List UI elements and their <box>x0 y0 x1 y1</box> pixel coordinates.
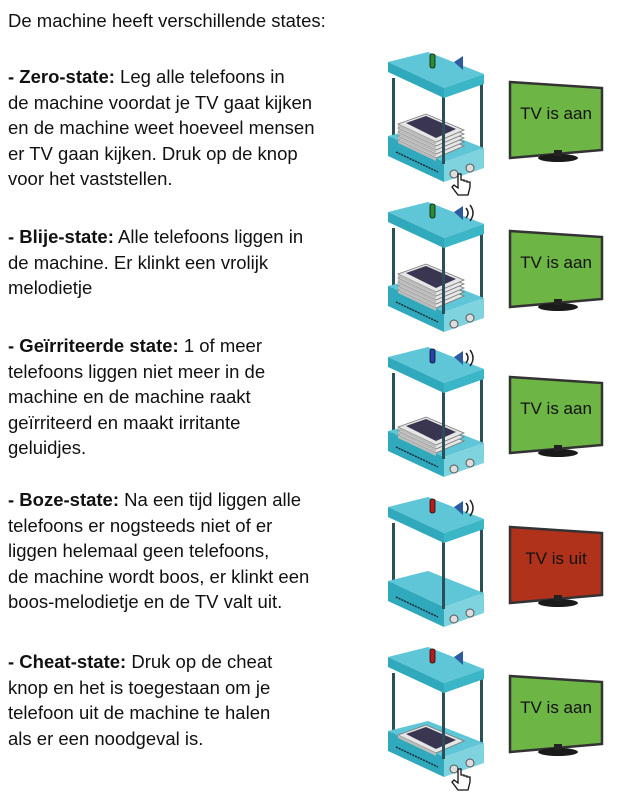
state-line: - Geïrriteerde state: 1 of meer <box>8 333 265 359</box>
state-title: - Zero-state: <box>8 66 115 87</box>
state-line: melodietje <box>8 277 93 298</box>
state-line: geïrriteerd en maakt irritante <box>8 411 241 433</box>
state-line: knop en het is toegestaan om je <box>8 676 271 698</box>
state-line: als er een noodgeval is. <box>8 727 204 749</box>
state-line: telefoons liggen niet meer in de <box>8 360 266 382</box>
state-line: er TV gaan kijken. Druk op de knop <box>8 142 298 164</box>
tv-status-label: TV is aan <box>520 698 592 717</box>
state-line: liggen helemaal geen telefoons, <box>8 540 270 561</box>
state-line: machine en de machine raakt <box>8 386 251 407</box>
state-line: - Blije-state: Alle telefoons liggen in <box>8 224 303 250</box>
status-light-icon <box>429 648 436 664</box>
state-line: boos-melodietje en de TV valt uit. <box>8 591 283 612</box>
speaker-icon <box>454 651 463 665</box>
machine-illustration <box>384 643 494 791</box>
state-title: - Cheat-state: <box>8 651 127 672</box>
machine-illustration <box>384 198 494 338</box>
state-text: Na een tijd liggen alle <box>119 489 302 510</box>
tv-status-label: TV is aan <box>520 104 592 123</box>
state-line: de machine wordt boos, er klinkt een <box>8 565 310 587</box>
state-line: - Zero-state: Leg alle telefoons in <box>8 64 314 90</box>
tv-status-label: TV is aan <box>520 253 592 272</box>
state-text: Leg alle telefoons in <box>114 66 285 87</box>
tv-illustration: TV is aan <box>506 375 606 459</box>
pointing-hand-icon <box>451 173 471 196</box>
tv-illustration: TV is uit <box>506 525 606 609</box>
state-title: - Boze-state: <box>8 489 120 510</box>
machine-illustration <box>384 493 494 633</box>
machine-illustration <box>384 48 494 196</box>
status-light-icon <box>429 498 436 514</box>
state-line: - Boze-state: Na een tijd liggen alle <box>8 487 309 513</box>
tv-illustration: TV is aan <box>506 229 606 313</box>
state-text: 1 of meer <box>178 335 262 356</box>
state-line: - Cheat-state: Druk op de cheat <box>8 649 272 675</box>
speaker-icon <box>454 56 463 70</box>
tv-status-label: TV is uit <box>525 549 587 568</box>
tv-illustration: TV is aan <box>506 674 606 758</box>
tv-status-label: TV is aan <box>520 399 592 418</box>
state-text: Druk op de cheat <box>126 651 273 672</box>
speaker-icon <box>454 499 474 517</box>
state-line: voor het vaststellen. <box>8 168 173 189</box>
speaker-icon <box>454 349 474 367</box>
state-line: geluidjes. <box>8 437 87 458</box>
pointing-hand-icon <box>451 768 471 791</box>
intro-heading: De machine heeft verschillende states: <box>8 10 326 31</box>
state-line: telefoons er nogsteeds niet of er <box>8 514 273 536</box>
state-line: telefoon uit de machine te halen <box>8 702 271 723</box>
state-title: - Blije-state: <box>8 226 114 247</box>
speaker-icon <box>454 204 474 222</box>
tv-illustration: TV is aan <box>506 80 606 164</box>
state-title: - Geïrriteerde state: <box>8 335 179 356</box>
status-light-icon <box>429 53 436 69</box>
state-line: de machine. Er klinkt een vrolijk <box>8 251 269 273</box>
state-line: en de machine weet hoeveel mensen <box>8 117 315 138</box>
state-text: Alle telefoons liggen in <box>113 226 304 247</box>
machine-illustration <box>384 343 494 483</box>
status-light-icon <box>429 203 436 219</box>
state-line: de machine voordat je TV gaat kijken <box>8 91 313 113</box>
status-light-icon <box>429 348 436 364</box>
